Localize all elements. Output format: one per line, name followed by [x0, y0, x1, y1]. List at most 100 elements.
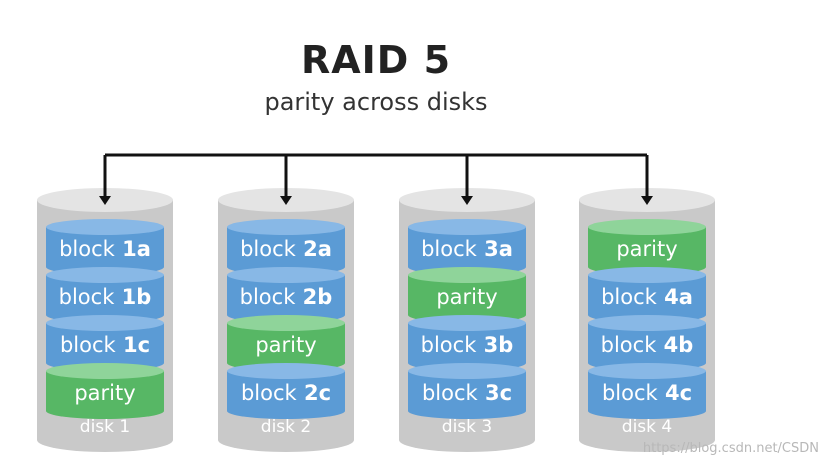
block-label-id: 3b — [476, 333, 513, 357]
block-body — [227, 323, 345, 371]
block-body — [227, 275, 345, 323]
block-label: block 3a — [421, 237, 513, 261]
block-label-id: 4a — [657, 285, 693, 309]
block-label-id: 3a — [477, 237, 513, 261]
block-top — [46, 363, 164, 379]
data-block: block 4c — [588, 363, 706, 419]
block-top — [408, 267, 526, 283]
block-label: block 1b — [59, 285, 152, 309]
data-block: block 2a — [227, 219, 345, 275]
disk-label: disk 1 — [80, 417, 130, 437]
block-label: parity — [616, 237, 677, 261]
block-top — [408, 219, 526, 235]
connector-arrow-icon — [641, 196, 653, 205]
block-label-prefix: parity — [255, 333, 316, 357]
disk-label: disk 3 — [442, 417, 492, 437]
block-body — [46, 323, 164, 371]
block-top — [588, 363, 706, 379]
block-body — [46, 227, 164, 275]
block-label-id: 2a — [296, 237, 332, 261]
block-body — [408, 227, 526, 275]
block-label-prefix: block — [601, 333, 658, 357]
watermark: https://blog.csdn.net/CSDN — [642, 441, 819, 456]
data-block: block 3c — [408, 363, 526, 419]
block-label-prefix: block — [60, 333, 117, 357]
block-body — [408, 275, 526, 323]
block-label-prefix: block — [240, 285, 297, 309]
block-top — [227, 219, 345, 235]
block-body — [46, 275, 164, 323]
block-body — [588, 323, 706, 371]
block-label-id: 1c — [116, 333, 150, 357]
block-label-prefix: block — [241, 381, 298, 405]
parity-block: parity — [46, 363, 164, 419]
block-body — [588, 227, 706, 275]
block-label-id: 2b — [295, 285, 332, 309]
block-label-prefix: block — [421, 237, 478, 261]
block-top — [227, 363, 345, 379]
data-block: block 1b — [46, 267, 164, 323]
block-label: block 2c — [241, 381, 331, 405]
block-body — [588, 275, 706, 323]
block-label: parity — [255, 333, 316, 357]
block-top — [588, 315, 706, 331]
connector-arrow-icon — [99, 196, 111, 205]
block-top — [227, 267, 345, 283]
block-label: block 3b — [421, 333, 514, 357]
parity-block: parity — [408, 267, 526, 323]
block-top — [588, 267, 706, 283]
block-label-prefix: block — [601, 285, 658, 309]
block-body — [46, 371, 164, 419]
block-label: block 2b — [240, 285, 333, 309]
diagram-subtitle: parity across disks — [264, 88, 488, 116]
block-body — [227, 227, 345, 275]
data-block: block 3a — [408, 219, 526, 275]
block-label-prefix: block — [421, 333, 478, 357]
block-top — [46, 267, 164, 283]
data-block: block 1c — [46, 315, 164, 371]
block-label: parity — [74, 381, 135, 405]
data-block: block 2b — [227, 267, 345, 323]
block-label: block 1a — [59, 237, 151, 261]
block-top — [408, 315, 526, 331]
block-label: block 4a — [601, 285, 693, 309]
data-block: block 4a — [588, 267, 706, 323]
block-label-prefix: block — [422, 381, 479, 405]
disk-label: disk 4 — [622, 417, 672, 437]
block-label-prefix: block — [602, 381, 659, 405]
block-label-prefix: block — [240, 237, 297, 261]
block-top — [227, 315, 345, 331]
block-label: block 4b — [601, 333, 694, 357]
block-label: block 2a — [240, 237, 332, 261]
block-top — [588, 219, 706, 235]
parity-block: parity — [227, 315, 345, 371]
block-label-id: 3c — [478, 381, 512, 405]
block-label-id: 1a — [115, 237, 151, 261]
connector-arrow-icon — [461, 196, 473, 205]
block-label-id: 4b — [656, 333, 693, 357]
data-block: block 3b — [408, 315, 526, 371]
block-body — [408, 323, 526, 371]
block-top — [46, 315, 164, 331]
block-body — [588, 371, 706, 419]
block-label-prefix: parity — [616, 237, 677, 261]
block-label-id: 2c — [297, 381, 331, 405]
block-label-prefix: parity — [74, 381, 135, 405]
block-body — [227, 371, 345, 419]
disk-label: disk 2 — [261, 417, 311, 437]
block-label-id: 4c — [658, 381, 692, 405]
block-label-prefix: parity — [436, 285, 497, 309]
diagram-title: RAID 5 — [300, 38, 452, 82]
block-top — [46, 219, 164, 235]
block-label: block 4c — [602, 381, 692, 405]
data-block: block 4b — [588, 315, 706, 371]
block-label-prefix: block — [59, 285, 116, 309]
block-top — [408, 363, 526, 379]
block-label: parity — [436, 285, 497, 309]
connector-arrow-icon — [280, 196, 292, 205]
